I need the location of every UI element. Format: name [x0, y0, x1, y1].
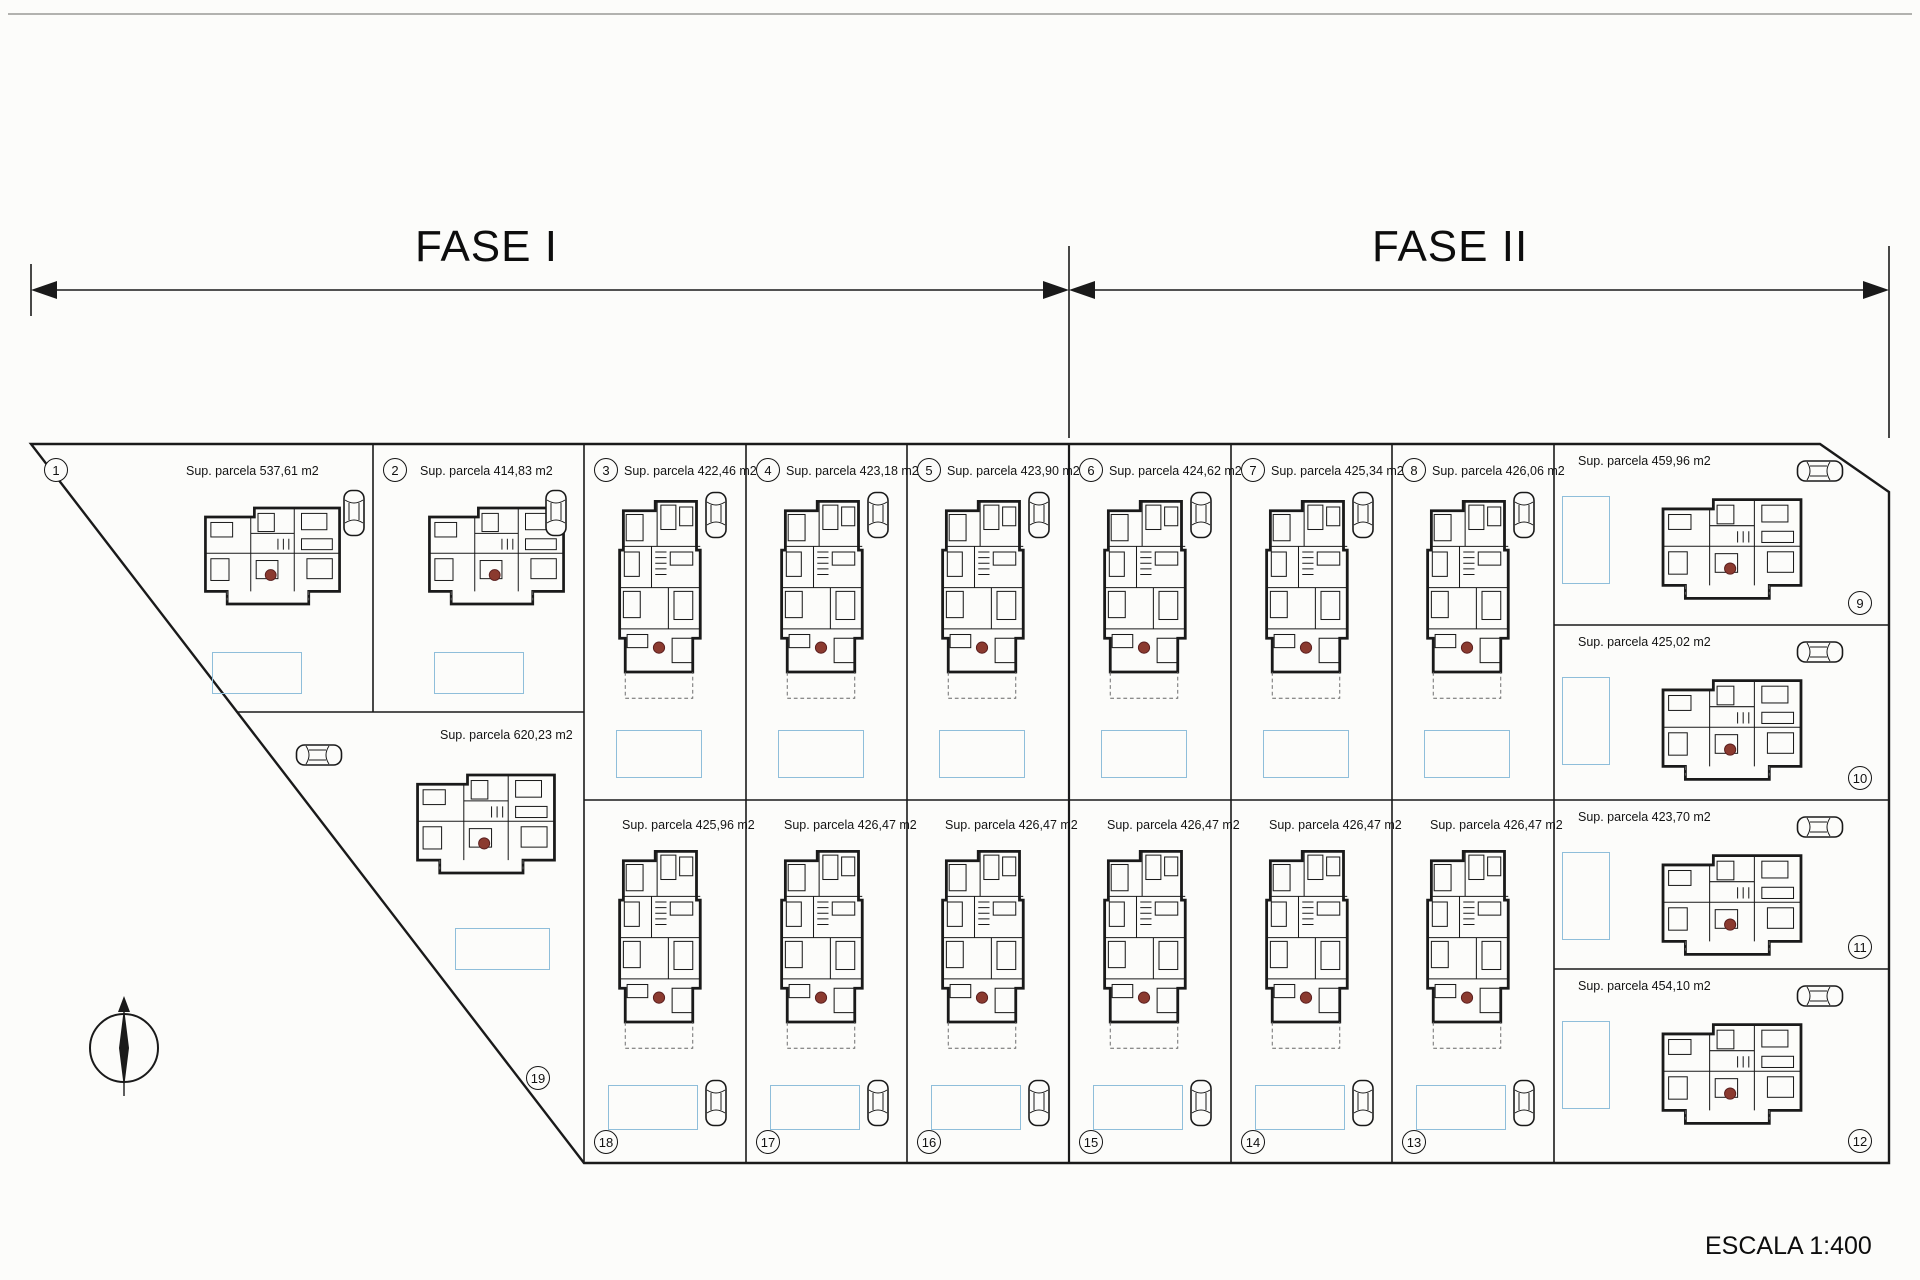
plot-13-pool: [1416, 1085, 1506, 1130]
plot-4-pool: [778, 730, 864, 778]
plot-5-number: 5: [917, 458, 941, 482]
plot-17-car-icon: [865, 1079, 891, 1127]
plot-5-car-icon: [1026, 491, 1052, 539]
plot-16-number: 16: [917, 1130, 941, 1154]
plot-14-pool: [1255, 1085, 1345, 1130]
plot-10-house-plan: [1634, 675, 1830, 785]
plot-19-number: 19: [526, 1066, 550, 1090]
plot-11-house-plan: [1634, 850, 1830, 960]
plot-2-pool: [434, 652, 524, 694]
phase-2-heading: FASE II: [1372, 222, 1529, 271]
plot-7-number: 7: [1241, 458, 1265, 482]
plot-8-pool: [1424, 730, 1510, 778]
plot-2-number: 2: [383, 458, 407, 482]
plot-16-house-plan: [937, 842, 1027, 1067]
plot-14-car-icon: [1350, 1079, 1376, 1127]
plot-10-number: 10: [1848, 766, 1872, 790]
plot-7-house-plan: [1261, 492, 1351, 717]
plot-10-car-icon: [1796, 639, 1844, 665]
plot-9-car-icon: [1796, 458, 1844, 484]
plot-14-number: 14: [1241, 1130, 1265, 1154]
plot-9-house-plan: [1634, 494, 1830, 604]
plot-3-number: 3: [594, 458, 618, 482]
plot-8-area-label: Sup. parcela 426,06 m2: [1432, 464, 1565, 478]
plot-17-number: 17: [756, 1130, 780, 1154]
plot-11-car-icon: [1796, 814, 1844, 840]
plot-15-car-icon: [1188, 1079, 1214, 1127]
plot-13-number: 13: [1402, 1130, 1426, 1154]
plot-5-house-plan: [937, 492, 1027, 717]
plot-11-number: 11: [1848, 935, 1872, 959]
plot-17-house-plan: [776, 842, 866, 1067]
plot-3-pool: [616, 730, 702, 778]
plot-10-area-label: Sup. parcela 425,02 m2: [1578, 635, 1711, 649]
plot-9-pool: [1562, 496, 1610, 584]
plot-8-house-plan: [1422, 492, 1512, 717]
plot-5-pool: [939, 730, 1025, 778]
plot-18-car-icon: [703, 1079, 729, 1127]
plot-6-pool: [1101, 730, 1187, 778]
phase-1-heading: FASE I: [415, 222, 558, 271]
plot-10-pool: [1562, 677, 1610, 765]
plot-1-house-plan: [200, 492, 345, 620]
plot-3-house-plan: [614, 492, 704, 717]
plot-1-car-icon: [341, 489, 367, 537]
plot-2-car-icon: [543, 489, 569, 537]
plot-11-area-label: Sup. parcela 423,70 m2: [1578, 810, 1711, 824]
plot-19-car-icon: [295, 742, 343, 768]
plot-19-pool: [455, 928, 550, 970]
plot-12-pool: [1562, 1021, 1610, 1109]
plot-7-area-label: Sup. parcela 425,34 m2: [1271, 464, 1404, 478]
plot-13-car-icon: [1511, 1079, 1537, 1127]
plot-5-area-label: Sup. parcela 423,90 m2: [947, 464, 1080, 478]
plot-9-number: 9: [1848, 591, 1872, 615]
plot-12-house-plan: [1634, 1019, 1830, 1129]
plot-17-pool: [770, 1085, 860, 1130]
plot-19-house-plan: [412, 758, 560, 890]
plot-8-number: 8: [1402, 458, 1426, 482]
plot-3-car-icon: [703, 491, 729, 539]
plot-1-number: 1: [44, 458, 68, 482]
plot-17-area-label: Sup. parcela 426,47 m2: [784, 818, 917, 832]
plot-6-car-icon: [1188, 491, 1214, 539]
plot-14-house-plan: [1261, 842, 1351, 1067]
plot-12-area-label: Sup. parcela 454,10 m2: [1578, 979, 1711, 993]
plot-12-car-icon: [1796, 983, 1844, 1009]
plot-7-car-icon: [1350, 491, 1376, 539]
plot-15-number: 15: [1079, 1130, 1103, 1154]
plot-18-area-label: Sup. parcela 425,96 m2: [622, 818, 755, 832]
plot-6-house-plan: [1099, 492, 1189, 717]
plot-7-pool: [1263, 730, 1349, 778]
plot-18-house-plan: [614, 842, 704, 1067]
plot-16-area-label: Sup. parcela 426,47 m2: [945, 818, 1078, 832]
plot-2-area-label: Sup. parcela 414,83 m2: [420, 464, 553, 478]
plot-6-area-label: Sup. parcela 424,62 m2: [1109, 464, 1242, 478]
plot-1-pool: [212, 652, 302, 694]
plot-14-area-label: Sup. parcela 426,47 m2: [1269, 818, 1402, 832]
plot-18-pool: [608, 1085, 698, 1130]
plot-18-number: 18: [594, 1130, 618, 1154]
plot-8-car-icon: [1511, 491, 1537, 539]
plot-12-number: 12: [1848, 1129, 1872, 1153]
plot-4-car-icon: [865, 491, 891, 539]
plot-6-number: 6: [1079, 458, 1103, 482]
north-compass-icon: [89, 996, 159, 1096]
plot-1-area-label: Sup. parcela 537,61 m2: [186, 464, 319, 478]
plot-16-pool: [931, 1085, 1021, 1130]
plot-4-area-label: Sup. parcela 423,18 m2: [786, 464, 919, 478]
plot-3-area-label: Sup. parcela 422,46 m2: [624, 464, 757, 478]
plot-9-area-label: Sup. parcela 459,96 m2: [1578, 454, 1711, 468]
plot-15-pool: [1093, 1085, 1183, 1130]
plot-4-house-plan: [776, 492, 866, 717]
plot-15-house-plan: [1099, 842, 1189, 1067]
plot-4-number: 4: [756, 458, 780, 482]
plot-11-pool: [1562, 852, 1610, 940]
plot-19-area-label: Sup. parcela 620,23 m2: [440, 728, 573, 742]
scale-label: ESCALA 1:400: [1705, 1232, 1872, 1260]
plot-16-car-icon: [1026, 1079, 1052, 1127]
plot-13-house-plan: [1422, 842, 1512, 1067]
plot-13-area-label: Sup. parcela 426,47 m2: [1430, 818, 1563, 832]
plot-15-area-label: Sup. parcela 426,47 m2: [1107, 818, 1240, 832]
